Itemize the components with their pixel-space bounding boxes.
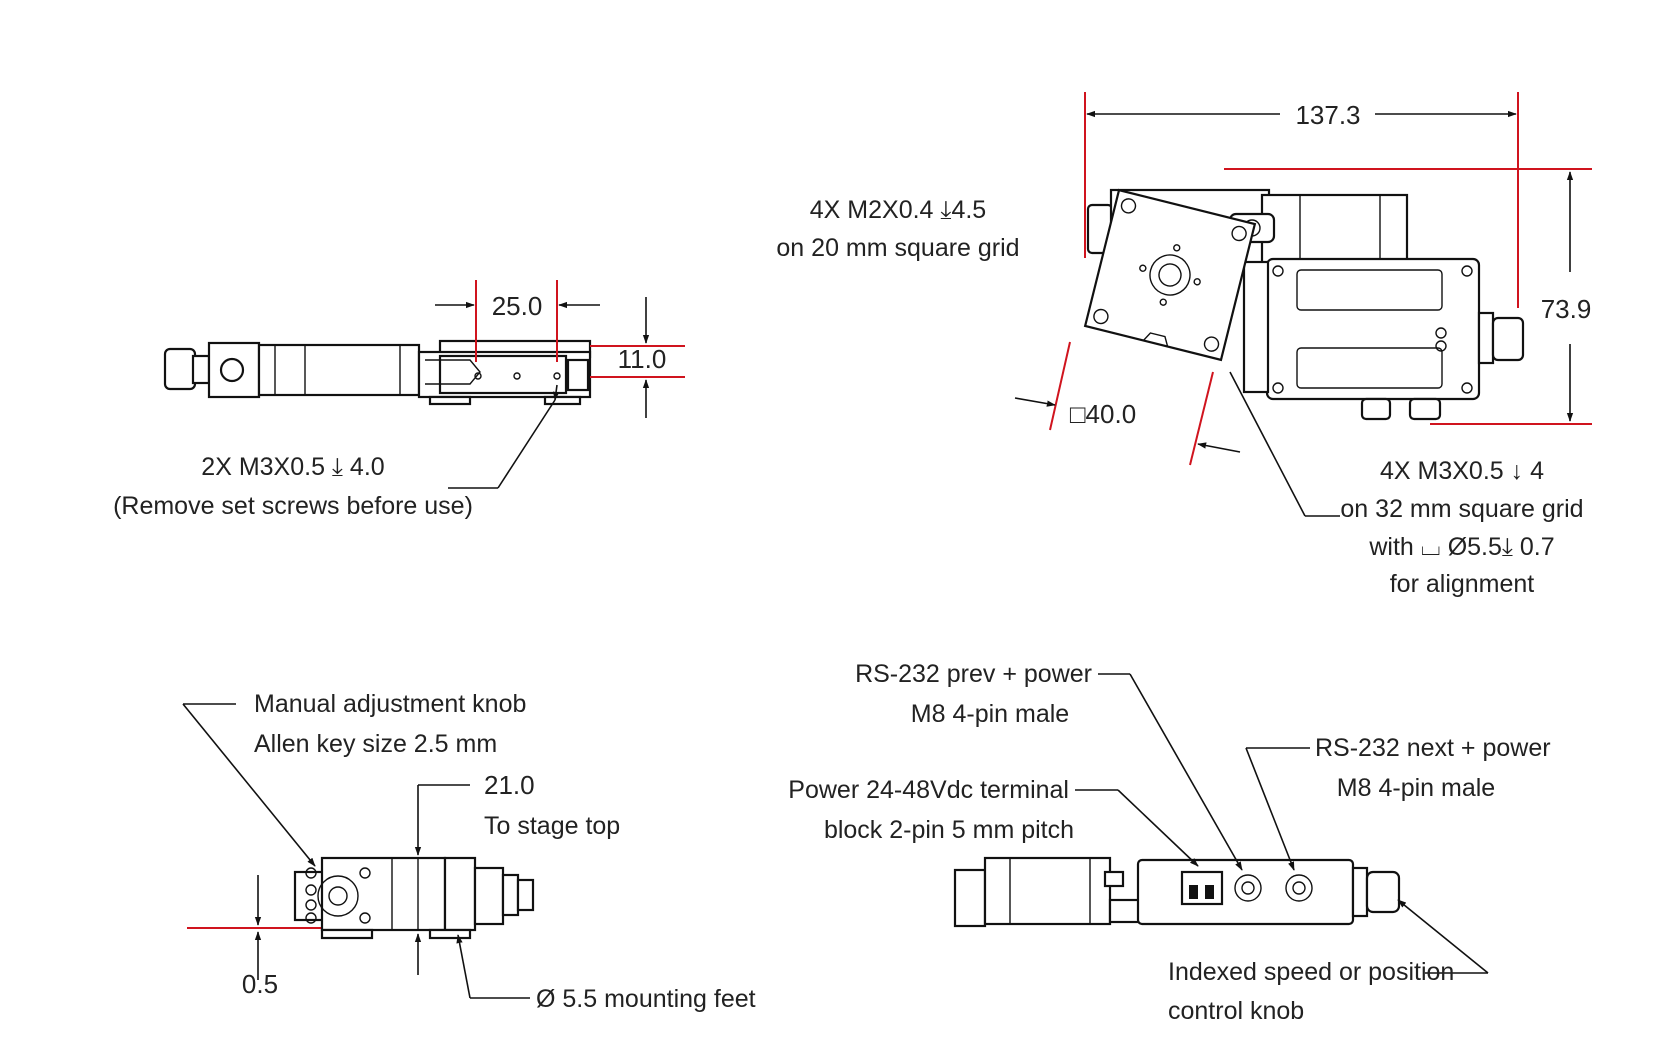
top-square-dim: □40.0 (1070, 399, 1136, 429)
side-height-dim: 11.0 (618, 344, 667, 374)
end-top-dim: 21.0 (484, 770, 535, 800)
top-view (1014, 92, 1592, 517)
power-line2: block 2-pin 5 mm pitch (824, 816, 1074, 844)
top-height-dim: 73.9 (1541, 294, 1592, 324)
top-callout-b-line3: with ⌴ Ø5.5⤓ 0.7 (1368, 533, 1554, 561)
side-view (163, 280, 685, 489)
rs232-prev-line1: RS-232 prev + power (855, 660, 1092, 688)
knob-line2: control knob (1168, 997, 1304, 1025)
rs232-next-line2: M8 4-pin male (1337, 774, 1495, 802)
top-length-dim: 137.3 (1295, 100, 1360, 130)
top-callout-a-line2: on 20 mm square grid (776, 234, 1019, 262)
top-callout-b-line1: 4X M3X0.5 ↓ 4 (1380, 457, 1544, 485)
end-knob-line1: Manual adjustment knob (254, 690, 526, 718)
top-callout-b-line2: on 32 mm square grid (1340, 495, 1583, 523)
top-callout-b-line4: for alignment (1390, 570, 1535, 598)
end-feet-label: Ø 5.5 mounting feet (536, 985, 756, 1013)
end-top-note: To stage top (484, 812, 620, 840)
side-width-dim: 25.0 (492, 291, 543, 321)
connector-view (953, 673, 1489, 974)
rs232-prev-line2: M8 4-pin male (911, 700, 1069, 728)
side-callout-line1: 2X M3X0.5 ⤓ 4.0 (201, 453, 384, 481)
knob-line1: Indexed speed or position (1168, 958, 1454, 986)
end-bottom-dim: 0.5 (242, 969, 278, 999)
power-line1: Power 24-48Vdc terminal (788, 776, 1069, 804)
top-callout-a-line1: 4X M2X0.4 ⤓4.5 (810, 196, 986, 224)
side-callout-line2: (Remove set screws before use) (113, 492, 473, 520)
end-knob-line2: Allen key size 2.5 mm (254, 730, 497, 758)
rs232-next-line1: RS-232 next + power (1315, 734, 1551, 762)
end-view (182, 703, 535, 999)
